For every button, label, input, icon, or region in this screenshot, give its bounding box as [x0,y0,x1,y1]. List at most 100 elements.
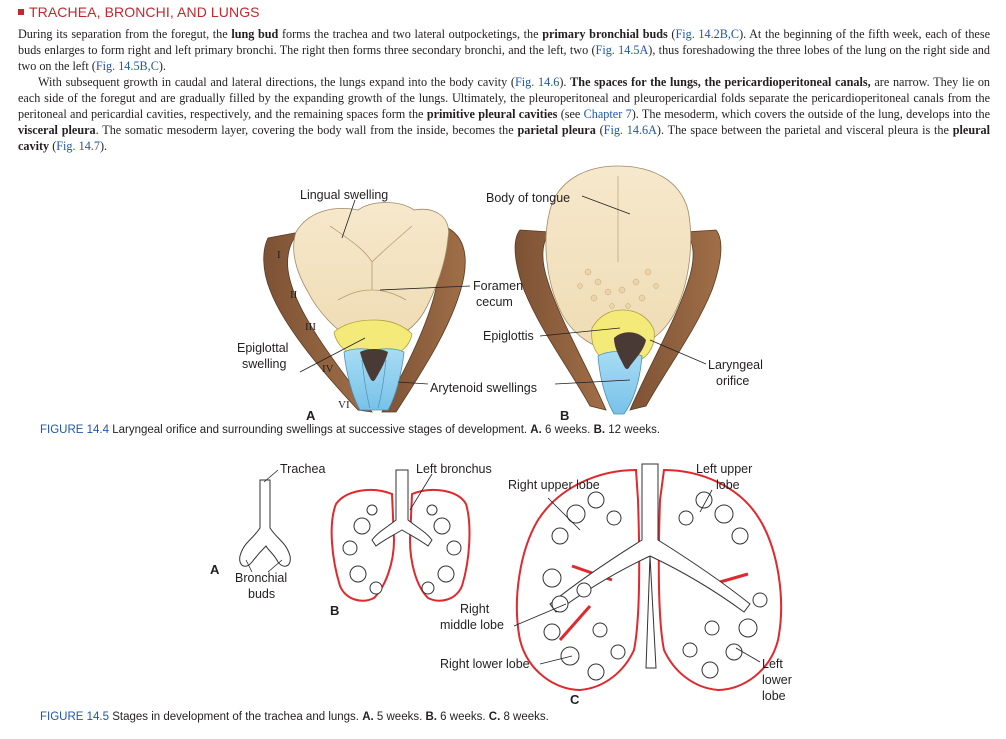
figure-cross-reference[interactable]: Fig. 14.2B,C [675,27,740,41]
arch-band-b-left [514,229,607,411]
right-fissure-lower [558,605,592,641]
tongue-mass-a [293,202,449,343]
bold-term: primary bronchial buds [542,27,668,41]
figure-14-5c-illustration [513,463,783,692]
label-trachea: Trachea [280,462,325,476]
lingual-tonsil-dots [577,268,659,309]
paragraph-2: With subsequent growth in caudal and lat… [18,74,990,154]
label-laryngeal-orifice-line1: Laryngeal [708,358,763,372]
text-run: forms the trachea and two lateral outpoc… [278,27,543,41]
figure-cross-reference[interactable]: Chapter 7 [583,107,632,121]
pleura-outline-b-left [330,488,396,602]
body-text: During its separation from the foregut, … [18,26,990,154]
figure-14-5-letter-b: B [330,603,339,618]
text-run: ). [559,75,571,89]
figure-14-5-caption-c: C. [488,711,501,723]
pleura-outline-c-right [515,468,641,692]
text-run: ). The mesoderm, which covers the outsid… [631,107,990,121]
figure-14-5-caption: FIGURE 14.5 Stages in development of the… [40,711,549,723]
figure-14-4b-illustration [514,165,722,415]
section-heading: TRACHEA, BRONCHI, AND LUNGS [18,4,260,20]
text-run: ( [595,123,604,137]
figure-cross-reference[interactable]: Fig. 14.6 [515,75,560,89]
bold-term: primitive pleural cavities [426,107,558,121]
pleura-outline-c-left [657,468,783,692]
bronchial-tree-b [342,469,462,595]
text-run: ( [49,139,57,153]
arch-label-3: III [305,321,316,333]
text-run: ). The space between the parietal and vi… [656,123,953,137]
figure-14-5b-illustration [330,469,471,602]
figure-14-4a-illustration [263,199,471,413]
text-run: (see [557,107,584,121]
paragraph-1: During its separation from the foregut, … [18,26,990,74]
figure-14-5-letter-a: A [210,562,220,577]
text-run: ). [99,139,108,153]
pleura-outline-b-right [408,488,471,602]
label-left-upper-lobe-line1: Left upper [696,462,752,476]
label-arytenoid-swellings: Arytenoid swellings [430,381,537,395]
figure-14-5-caption-b-text: 6 weeks. [436,711,489,723]
label-bronchial-buds-line1: Bronchial [235,571,287,585]
figure-14-4-labels: Lingual swelling Body of tongue Foramen … [237,188,763,423]
label-epiglottal-swelling-line2: swelling [242,357,287,371]
figure-cross-reference[interactable]: Fig. 14.5A [595,43,649,57]
label-left-lower-lobe-line3: lobe [762,689,786,703]
figure-cross-reference[interactable]: Fig. 14.7 [56,139,100,153]
pharyngeal-arch-left-band [263,231,373,413]
text-run: ). [158,59,166,73]
bold-term: The spaces for the lungs, the pericardio… [570,75,871,89]
text-run: With subsequent growth in caudal and lat… [38,75,515,89]
label-body-of-tongue: Body of tongue [486,191,570,205]
bold-term: lung bud [231,27,279,41]
bold-term: pleural cavity [18,123,990,153]
trachea-tube-a [239,479,291,567]
label-right-lower-lobe: Right lower lobe [440,657,530,671]
figure-14-5-caption-c-text: 8 weeks. [500,711,549,723]
arch-label-4: IV [322,363,334,375]
bronchial-tree-c [542,463,768,681]
label-lingual-swelling: Lingual swelling [300,188,388,202]
text-run: ). At the beginning of the fifth week, e… [18,27,990,57]
figure-14-4-caption-text: Laryngeal orifice and surrounding swelli… [109,424,531,436]
arch-label-1: I [277,249,281,261]
figure-14-5-letter-c: C [570,692,580,707]
figure-14-4-letter-a: A [306,408,316,423]
bold-term: visceral pleura [18,123,96,137]
label-left-upper-lobe-line2: lobe [716,478,740,492]
label-left-bronchus: Left bronchus [416,462,492,476]
figure-cross-reference[interactable]: Fig. 14.6A [603,123,657,137]
figure-14-4-caption-b-text: 12 weeks. [605,424,661,436]
text-run: . The somatic mesoderm layer, covering t… [95,123,518,137]
text-run: ( [667,27,676,41]
figure-14-4-caption-a-text: 6 weeks. [541,424,594,436]
label-foramen-cecum-line1: Foramen [473,279,523,293]
figure-14-5-caption-a-text: 5 weeks. [373,711,426,723]
figure-cross-reference[interactable]: Fig. 14.5B,C [95,59,159,73]
figure-14-4-caption-a: A. [530,424,542,436]
figure-14-4-number: FIGURE 14.4 [40,424,110,436]
figure-14-5-caption-a: A. [362,711,374,723]
label-right-middle-lobe-line2: middle lobe [440,618,504,632]
figure-14-5-caption-text: Stages in development of the trachea and… [109,711,363,723]
laryngeal-orifice-b [614,332,646,369]
figure-14-5-labels: Trachea Left bronchus Right upper lobe L… [210,462,792,707]
arch-band-b-right [629,229,722,411]
label-left-lower-lobe-line2: lower [762,673,792,687]
label-epiglottal-swelling-line1: Epiglottal [237,341,288,355]
section-heading-text: TRACHEA, BRONCHI, AND LUNGS [29,4,260,20]
figure-14-4-caption: FIGURE 14.4 Laryngeal orifice and surrou… [40,424,660,436]
arch-label-2: II [290,289,298,301]
label-epiglottis: Epiglottis [483,329,534,343]
figure-14-4-letter-b: B [560,408,569,423]
bold-term: parietal pleura [517,123,596,137]
label-foramen-cecum-line2: cecum [476,295,513,309]
figure-14-5-number: FIGURE 14.5 [40,711,110,723]
arch-label-6: VI [338,399,350,411]
heading-square-icon [18,9,24,15]
label-bronchial-buds-line2: buds [248,587,275,601]
figure-14-5a-illustration [239,469,291,573]
figure-14-4-caption-b: B. [593,424,606,436]
label-right-middle-lobe-line1: Right [460,602,490,616]
